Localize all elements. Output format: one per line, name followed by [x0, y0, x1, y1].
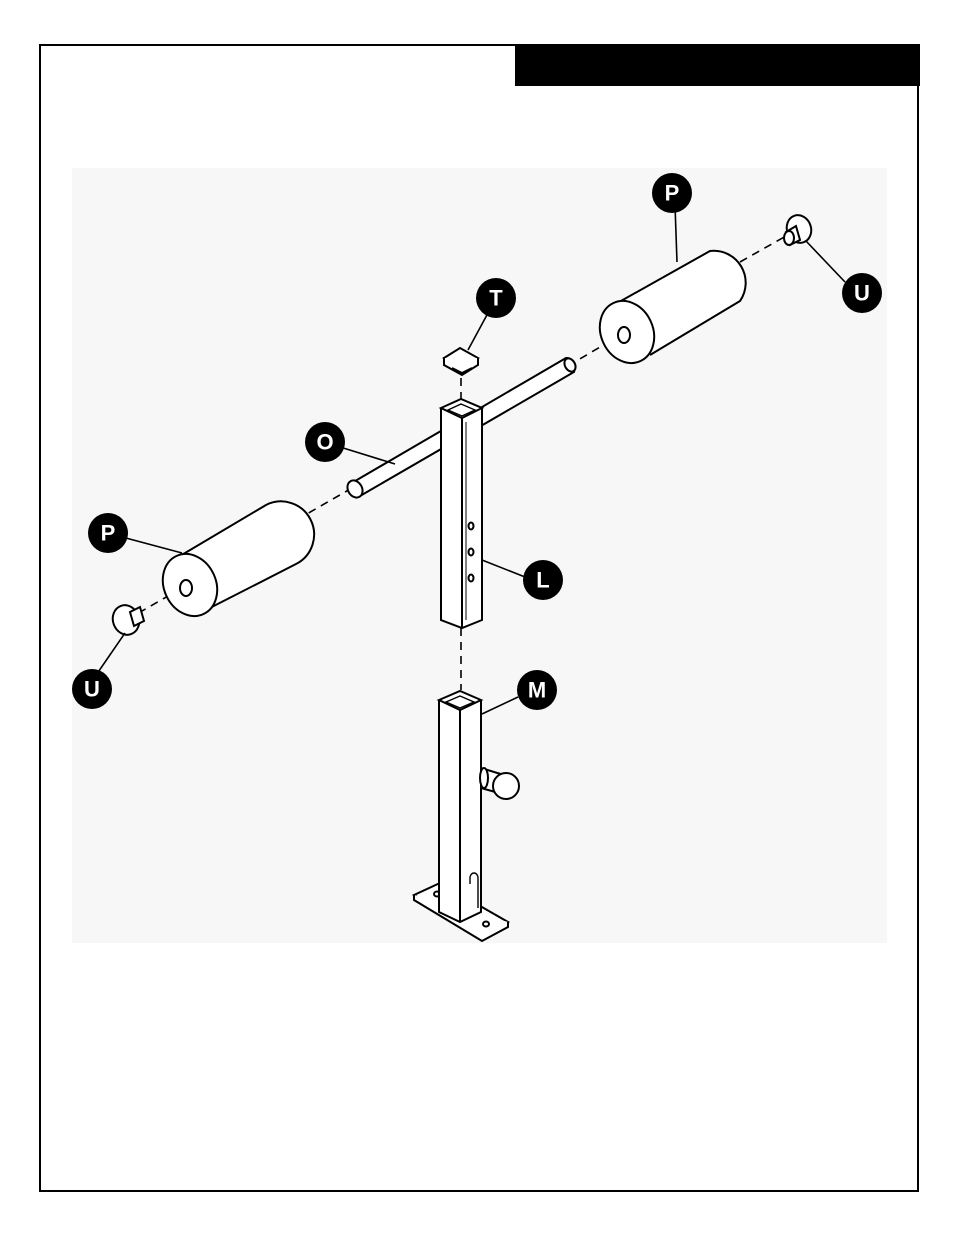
callout-P-upper-label: P	[665, 181, 680, 206]
callout-P-upper: P	[652, 173, 692, 213]
callout-U-upper-label: U	[854, 281, 870, 306]
callout-L: L	[523, 560, 563, 600]
callout-M: M	[517, 670, 557, 710]
callout-T-label: T	[489, 286, 503, 311]
callout-U-lower: U	[72, 669, 112, 709]
callout-P-lower-label: P	[101, 521, 116, 546]
callout-O: O	[305, 422, 345, 462]
callout-P-lower: P	[88, 513, 128, 553]
callout-U-lower-label: U	[84, 677, 100, 702]
upright-tube	[441, 399, 482, 628]
callout-O-label: O	[316, 430, 333, 455]
callout-T: T	[476, 278, 516, 318]
callout-L-label: L	[536, 568, 549, 593]
callout-M-label: M	[528, 678, 546, 703]
callout-U-upper: U	[842, 273, 882, 313]
